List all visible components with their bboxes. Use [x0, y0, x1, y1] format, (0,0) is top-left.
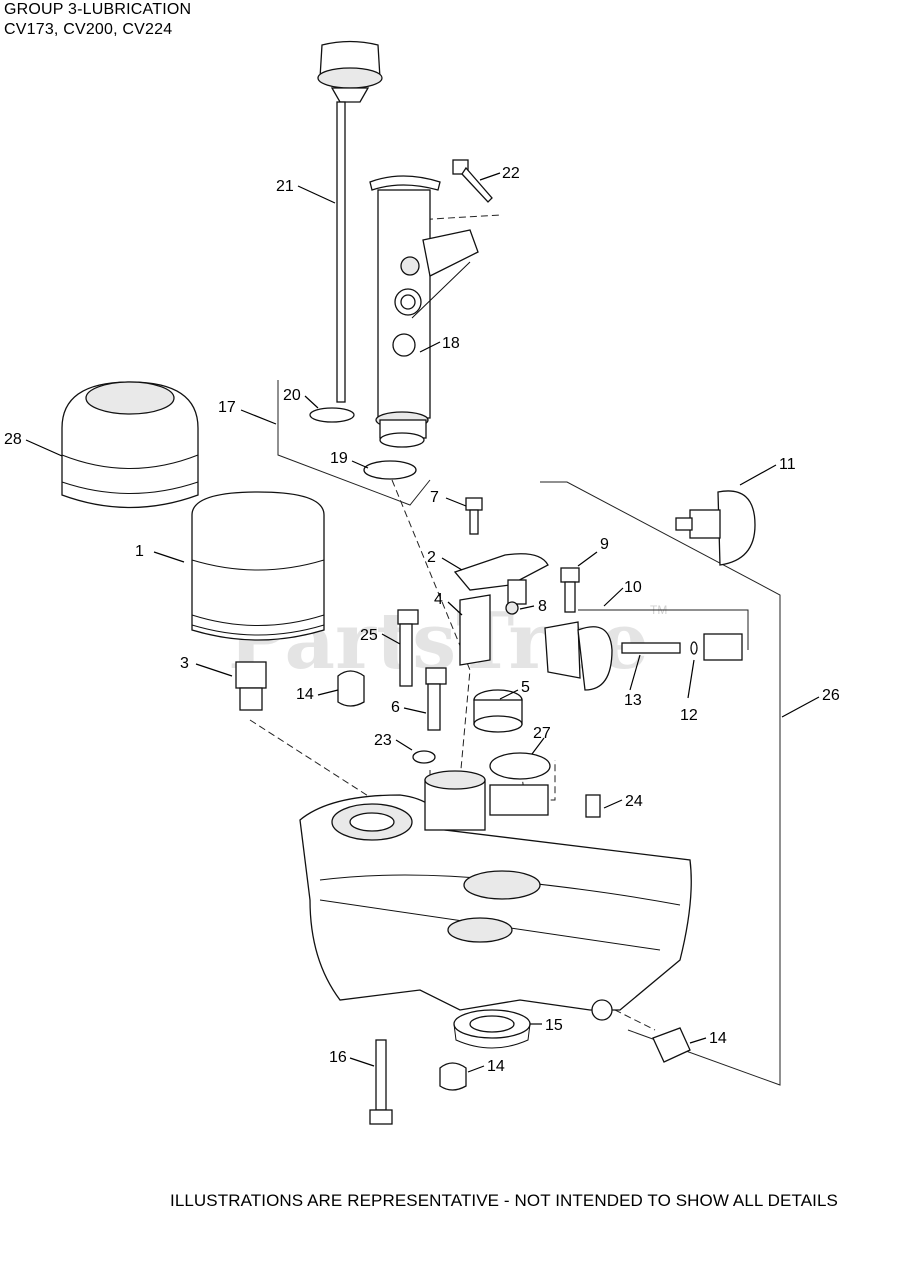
- oil-seal-15: [453, 1009, 531, 1049]
- svg-text:24: 24: [625, 793, 643, 810]
- pin-25: [397, 609, 419, 687]
- callout-14c: 14: [467, 1058, 505, 1075]
- callout-4: 4: [434, 591, 463, 616]
- o-ring-27: [489, 752, 551, 780]
- svg-text:28: 28: [4, 431, 22, 448]
- bolt-22: [452, 159, 493, 203]
- oil-filter-28: [61, 381, 199, 509]
- callout-22: 22: [479, 165, 520, 182]
- dipstick: [317, 40, 383, 403]
- svg-text:27: 27: [533, 725, 551, 742]
- svg-text:20: 20: [283, 387, 301, 404]
- callout-8: 8: [519, 598, 547, 615]
- svg-text:10: 10: [624, 579, 642, 596]
- svg-text:1: 1: [135, 543, 144, 560]
- fitting-3: [235, 661, 267, 711]
- callout-25: 25: [360, 627, 401, 645]
- model-list: CV173, CV200, CV224: [4, 21, 173, 38]
- callout-13: 13: [624, 654, 642, 709]
- bolt-9: [560, 567, 580, 613]
- o-ring-20: [309, 407, 355, 423]
- svg-text:17: 17: [218, 399, 236, 416]
- callout-27: 27: [531, 725, 551, 755]
- svg-text:6: 6: [391, 699, 400, 716]
- svg-text:15: 15: [545, 1017, 563, 1034]
- callout-24: 24: [603, 793, 643, 810]
- bolt-6: [425, 667, 447, 731]
- callout-18: 18: [419, 335, 460, 353]
- svg-text:9: 9: [600, 536, 609, 553]
- callout-1: 1: [135, 543, 185, 563]
- oil-pump-10: [544, 621, 613, 691]
- callout-2: 2: [427, 549, 463, 571]
- gear-11: [675, 490, 756, 566]
- dowel-24: [585, 794, 601, 818]
- svg-text:14: 14: [709, 1030, 727, 1047]
- plug-14c: [439, 1062, 467, 1091]
- svg-text:16: 16: [329, 1049, 347, 1066]
- svg-text:2: 2: [427, 549, 436, 566]
- plate-2: [453, 553, 549, 591]
- svg-text:5: 5: [521, 679, 530, 696]
- oil-filter-1: [191, 491, 325, 641]
- plug-14b: [652, 1027, 691, 1063]
- callout-9: 9: [577, 536, 609, 567]
- footer-disclaimer: ILLUSTRATIONS ARE REPRESENTATIVE - NOT I…: [170, 1191, 838, 1210]
- ball-8: [505, 601, 519, 615]
- oil-pan-crankcase: [299, 770, 692, 1021]
- callout-6: 6: [391, 699, 427, 716]
- svg-text:13: 13: [624, 692, 642, 709]
- callout-16: 16: [329, 1049, 375, 1067]
- callout-20: 20: [283, 387, 319, 409]
- oil-fill-tube: [369, 175, 479, 448]
- callout-14a: 14: [296, 686, 339, 703]
- bracket-10: [578, 609, 749, 650]
- gasket-4: [459, 594, 491, 666]
- callout-12: 12: [680, 659, 698, 724]
- svg-text:21: 21: [276, 178, 294, 195]
- svg-text:12: 12: [680, 707, 698, 724]
- callout-10: 10: [603, 579, 642, 607]
- callout-7: 7: [430, 489, 467, 507]
- callout-17: 17: [218, 399, 277, 425]
- rotor-5: [473, 689, 523, 733]
- callout-19: 19: [330, 450, 369, 469]
- screw-7: [465, 497, 483, 535]
- svg-text:18: 18: [442, 335, 460, 352]
- o-ring-19: [363, 460, 417, 480]
- callout-23: 23: [374, 732, 413, 751]
- svg-text:11: 11: [779, 456, 796, 473]
- svg-text:3: 3: [180, 655, 189, 672]
- svg-text:14: 14: [296, 686, 314, 703]
- svg-text:22: 22: [502, 165, 520, 182]
- svg-text:4: 4: [434, 591, 443, 608]
- svg-text:25: 25: [360, 627, 378, 644]
- svg-text:23: 23: [374, 732, 392, 749]
- plug-14a: [337, 670, 365, 707]
- bracket-26: [540, 481, 781, 1086]
- washer-23: [412, 750, 436, 764]
- bracket-17: [277, 380, 431, 506]
- svg-text:8: 8: [538, 598, 547, 615]
- callout-15: 15: [530, 1017, 563, 1034]
- callout-28: 28: [4, 431, 63, 457]
- callout-21: 21: [276, 178, 336, 204]
- callout-3: 3: [180, 655, 233, 677]
- callout-11: 11: [739, 456, 796, 486]
- shaft-13: [621, 642, 681, 654]
- diagram-title: GROUP 3-LUBRICATION: [4, 1, 192, 18]
- bolt-16: [369, 1039, 393, 1125]
- svg-text:26: 26: [822, 687, 840, 704]
- svg-text:14: 14: [487, 1058, 505, 1075]
- callout-5: 5: [499, 679, 530, 700]
- washer-12: [690, 641, 698, 655]
- callout-26: 26: [781, 687, 840, 718]
- callout-14b: 14: [689, 1030, 727, 1047]
- svg-text:19: 19: [330, 450, 348, 467]
- svg-text:7: 7: [430, 489, 439, 506]
